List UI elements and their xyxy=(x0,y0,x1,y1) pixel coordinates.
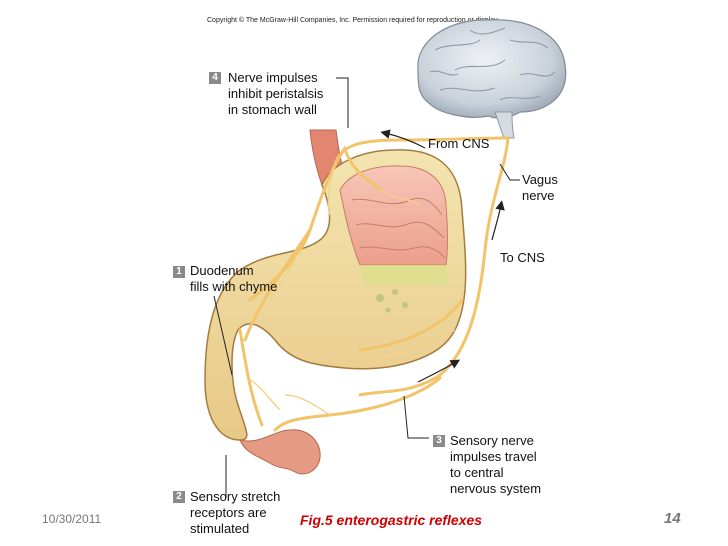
duodenum xyxy=(239,429,321,475)
brain-icon xyxy=(417,19,567,139)
leader-lines xyxy=(213,77,520,498)
step-3-badge: 3 xyxy=(433,435,445,447)
copyright-notice: Copyright © The McGraw-Hill Companies, I… xyxy=(207,17,500,24)
step-3-line-2: impulses travel xyxy=(450,449,537,464)
step-4-label: Nerve impulses inhibit peristalsis in st… xyxy=(228,70,323,118)
stomach xyxy=(204,149,467,441)
vagus-nerve-line-2: nerve xyxy=(522,188,555,203)
step-2-line-2: receptors are xyxy=(190,505,267,520)
nerve-branches xyxy=(249,164,456,416)
step-4-badge: 4 xyxy=(209,72,221,84)
from-cns-arrow xyxy=(380,129,426,149)
step-4-line-2: inhibit peristalsis xyxy=(228,86,324,101)
step-1-line-1: Duodenum xyxy=(190,263,254,278)
from-cns-label: From CNS xyxy=(428,136,490,151)
step-3-line-3: to central xyxy=(450,465,504,480)
step-2-badge: 2 xyxy=(173,491,185,503)
step-3-label: Sensory nerve impulses travel to central… xyxy=(450,433,541,497)
figure-caption: Fig.5 enterogastric reflexes xyxy=(300,512,483,528)
step-2-line-1: Sensory stretch xyxy=(190,489,281,504)
step-2-label: Sensory stretch receptors are stimulated xyxy=(190,489,280,537)
step-1-label: Duodenum fills with chyme xyxy=(190,263,277,295)
step-4-line-1: Nerve impulses xyxy=(228,70,318,85)
step-2-line-3: stimulated xyxy=(190,521,250,536)
to-cns-label: To CNS xyxy=(500,250,545,265)
slide-number: 14 xyxy=(664,510,681,527)
sensory-arrow xyxy=(417,359,461,383)
step-4-line-3: in stomach wall xyxy=(228,102,317,117)
step-3-line-4: nervous system xyxy=(450,481,542,496)
step-1-line-2: fills with chyme xyxy=(190,279,278,294)
step-1-badge: 1 xyxy=(173,266,185,278)
slide-date: 10/30/2011 xyxy=(42,512,102,526)
to-cns-arrow xyxy=(491,200,505,241)
step-3-line-1: Sensory nerve xyxy=(450,433,534,448)
vagus-nerve-line-1: Vagus xyxy=(522,172,558,187)
vagus-nerve-label: Vagus nerve xyxy=(522,172,558,204)
vagus-nerve-paths xyxy=(238,136,510,432)
